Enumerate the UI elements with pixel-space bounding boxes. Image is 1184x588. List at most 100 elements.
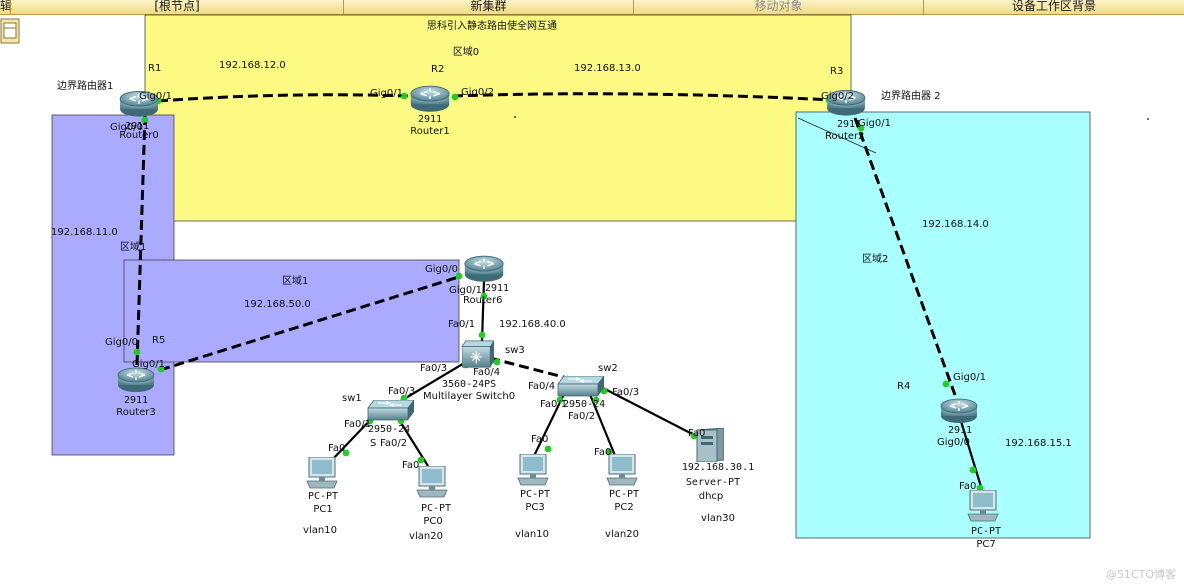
router6-model: 2911 <box>485 283 509 294</box>
port-label: Gig0/2 <box>821 91 854 102</box>
network-label: 192.168.50.0 <box>244 299 311 310</box>
pc0-type: PC-PT <box>421 503 451 514</box>
sw1-name: S <box>370 438 376 449</box>
link-router4-pc7[interactable] <box>958 417 984 491</box>
router1-tag: R2 <box>431 64 444 75</box>
router1-model: 2911 <box>418 114 442 125</box>
port-status-dot <box>417 456 425 464</box>
port-label: Fa0/1 <box>540 399 567 410</box>
port-label: Gig0/1 <box>139 91 172 102</box>
top-toolbar: 辑 [根节点] 新集群 移动对象 设备工作区背景 <box>0 0 1184 15</box>
stray-dot <box>514 116 516 118</box>
area1-inner-region <box>123 259 460 363</box>
watermark: @51CTO博客 <box>1105 568 1176 581</box>
move-object-button: 移动对象 <box>633 0 923 14</box>
server-name: dhcp <box>699 491 724 502</box>
sw1-tag: sw1 <box>342 393 362 404</box>
port-status-dot <box>455 272 463 280</box>
router4-tag: R4 <box>897 381 910 392</box>
port-status-dot <box>592 396 600 404</box>
port-status-dot <box>969 466 977 474</box>
back-navigation-icon[interactable] <box>0 16 22 46</box>
port-label: Fa0 <box>959 481 976 492</box>
port-status-dot <box>942 380 950 388</box>
pc-icon-pc7[interactable] <box>967 490 999 522</box>
port-label: Gig0/1 <box>370 88 403 99</box>
port-status-dot <box>605 448 613 456</box>
port-status-dot <box>342 449 350 457</box>
router-icon-router1[interactable] <box>410 85 450 113</box>
pc2-type: PC-PT <box>609 489 639 500</box>
link-router0-router1[interactable] <box>157 93 409 103</box>
port-label: Gig0/1 <box>449 285 482 296</box>
router-icon-router3[interactable] <box>117 367 155 393</box>
router2-name: Router2 <box>825 131 865 142</box>
mls-model: 3560-24PS <box>442 379 496 390</box>
link-sw2-server[interactable] <box>600 386 701 439</box>
mls-tag: sw3 <box>505 345 525 356</box>
link-router1-router2[interactable] <box>452 92 834 102</box>
port-label: Fa0 <box>688 428 705 439</box>
link-router3-router6[interactable] <box>159 274 463 372</box>
port-label: Fa0 <box>328 443 345 454</box>
link-mls-sw2[interactable] <box>489 356 576 382</box>
new-cluster-button[interactable]: 新集群 <box>343 0 633 14</box>
link-router0-router3[interactable] <box>135 114 147 366</box>
port-status-dot <box>857 124 865 132</box>
port-label: Fa0/1 <box>448 319 475 330</box>
pc-icon-pc0[interactable] <box>416 466 448 498</box>
router2-marker-line <box>797 117 877 154</box>
edit-menu-partial[interactable]: 辑 <box>0 0 13 13</box>
switch-icon-sw2[interactable] <box>557 376 605 397</box>
port-label: Fa0/3 <box>420 363 447 374</box>
switch-icon-sw1[interactable] <box>367 400 415 421</box>
port-status-dot <box>493 358 501 366</box>
port-label: Gig0/0 <box>110 122 143 133</box>
port-status-dot <box>157 365 165 373</box>
area2-label: 区域2 <box>862 252 888 265</box>
link-mls-sw1[interactable] <box>398 361 467 403</box>
port-label: Fa0/3 <box>612 387 639 398</box>
network-label: 192.168.11.0 <box>51 227 118 238</box>
network-label: 192.168.15.1 <box>1005 438 1072 449</box>
port-label: Gig0/2 <box>461 87 494 98</box>
port-label: Fa0/4 <box>528 381 555 392</box>
workspace-background-button[interactable]: 设备工作区背景 <box>923 0 1184 14</box>
sw2-model: 2950-24 <box>563 399 605 410</box>
port-status-dot <box>141 116 149 124</box>
port-label: Fa0/3 <box>388 386 415 397</box>
pc3-type: PC-PT <box>520 489 550 500</box>
port-label: Fa0 <box>594 447 611 458</box>
root-node-button[interactable]: [根节点] <box>10 0 343 14</box>
pc3-name: PC3 <box>525 502 544 513</box>
port-label: Gig0/1 <box>858 118 891 129</box>
port-label: Gig0/1 <box>132 359 165 370</box>
router2-model: 2911 <box>837 119 861 130</box>
router2-tag: R3 <box>830 66 843 77</box>
pc2-name: PC2 <box>614 502 633 513</box>
pc7-type: PC-PT <box>971 526 1001 537</box>
area0-title: 思科引入静态路由使全网互通 <box>427 19 557 32</box>
port-status-dot <box>976 484 984 492</box>
port-label: Fa0/1 <box>344 419 371 430</box>
pc3-vlan: vlan10 <box>515 529 549 540</box>
router0-description: 边界路由器1 <box>57 79 113 92</box>
port-label: Fa0/2 <box>380 438 407 449</box>
port-label: Fa0/4 <box>473 367 500 378</box>
router-icon-router6[interactable] <box>464 255 504 283</box>
multilayer-switch-icon[interactable] <box>462 340 494 368</box>
port-status-dot <box>556 396 564 404</box>
link-router2-router4[interactable] <box>853 117 957 396</box>
pc-icon-pc2[interactable] <box>606 454 638 486</box>
pc-icon-pc3[interactable] <box>517 454 549 486</box>
network-label: 192.168.40.0 <box>499 319 566 330</box>
port-labels: Gig0/1 Gig0/0 Gig0/1 Gig0/2 Gig0/2 Gig0/… <box>105 87 986 492</box>
router-icon-router4[interactable] <box>940 398 978 424</box>
area0-region <box>144 14 852 222</box>
router0-tag: R1 <box>148 63 161 74</box>
pc-icon-pc1[interactable] <box>306 457 338 489</box>
link-sw2-pc2[interactable] <box>587 391 618 459</box>
pc7-name: PC7 <box>976 539 995 550</box>
stray-dot <box>1147 118 1149 120</box>
